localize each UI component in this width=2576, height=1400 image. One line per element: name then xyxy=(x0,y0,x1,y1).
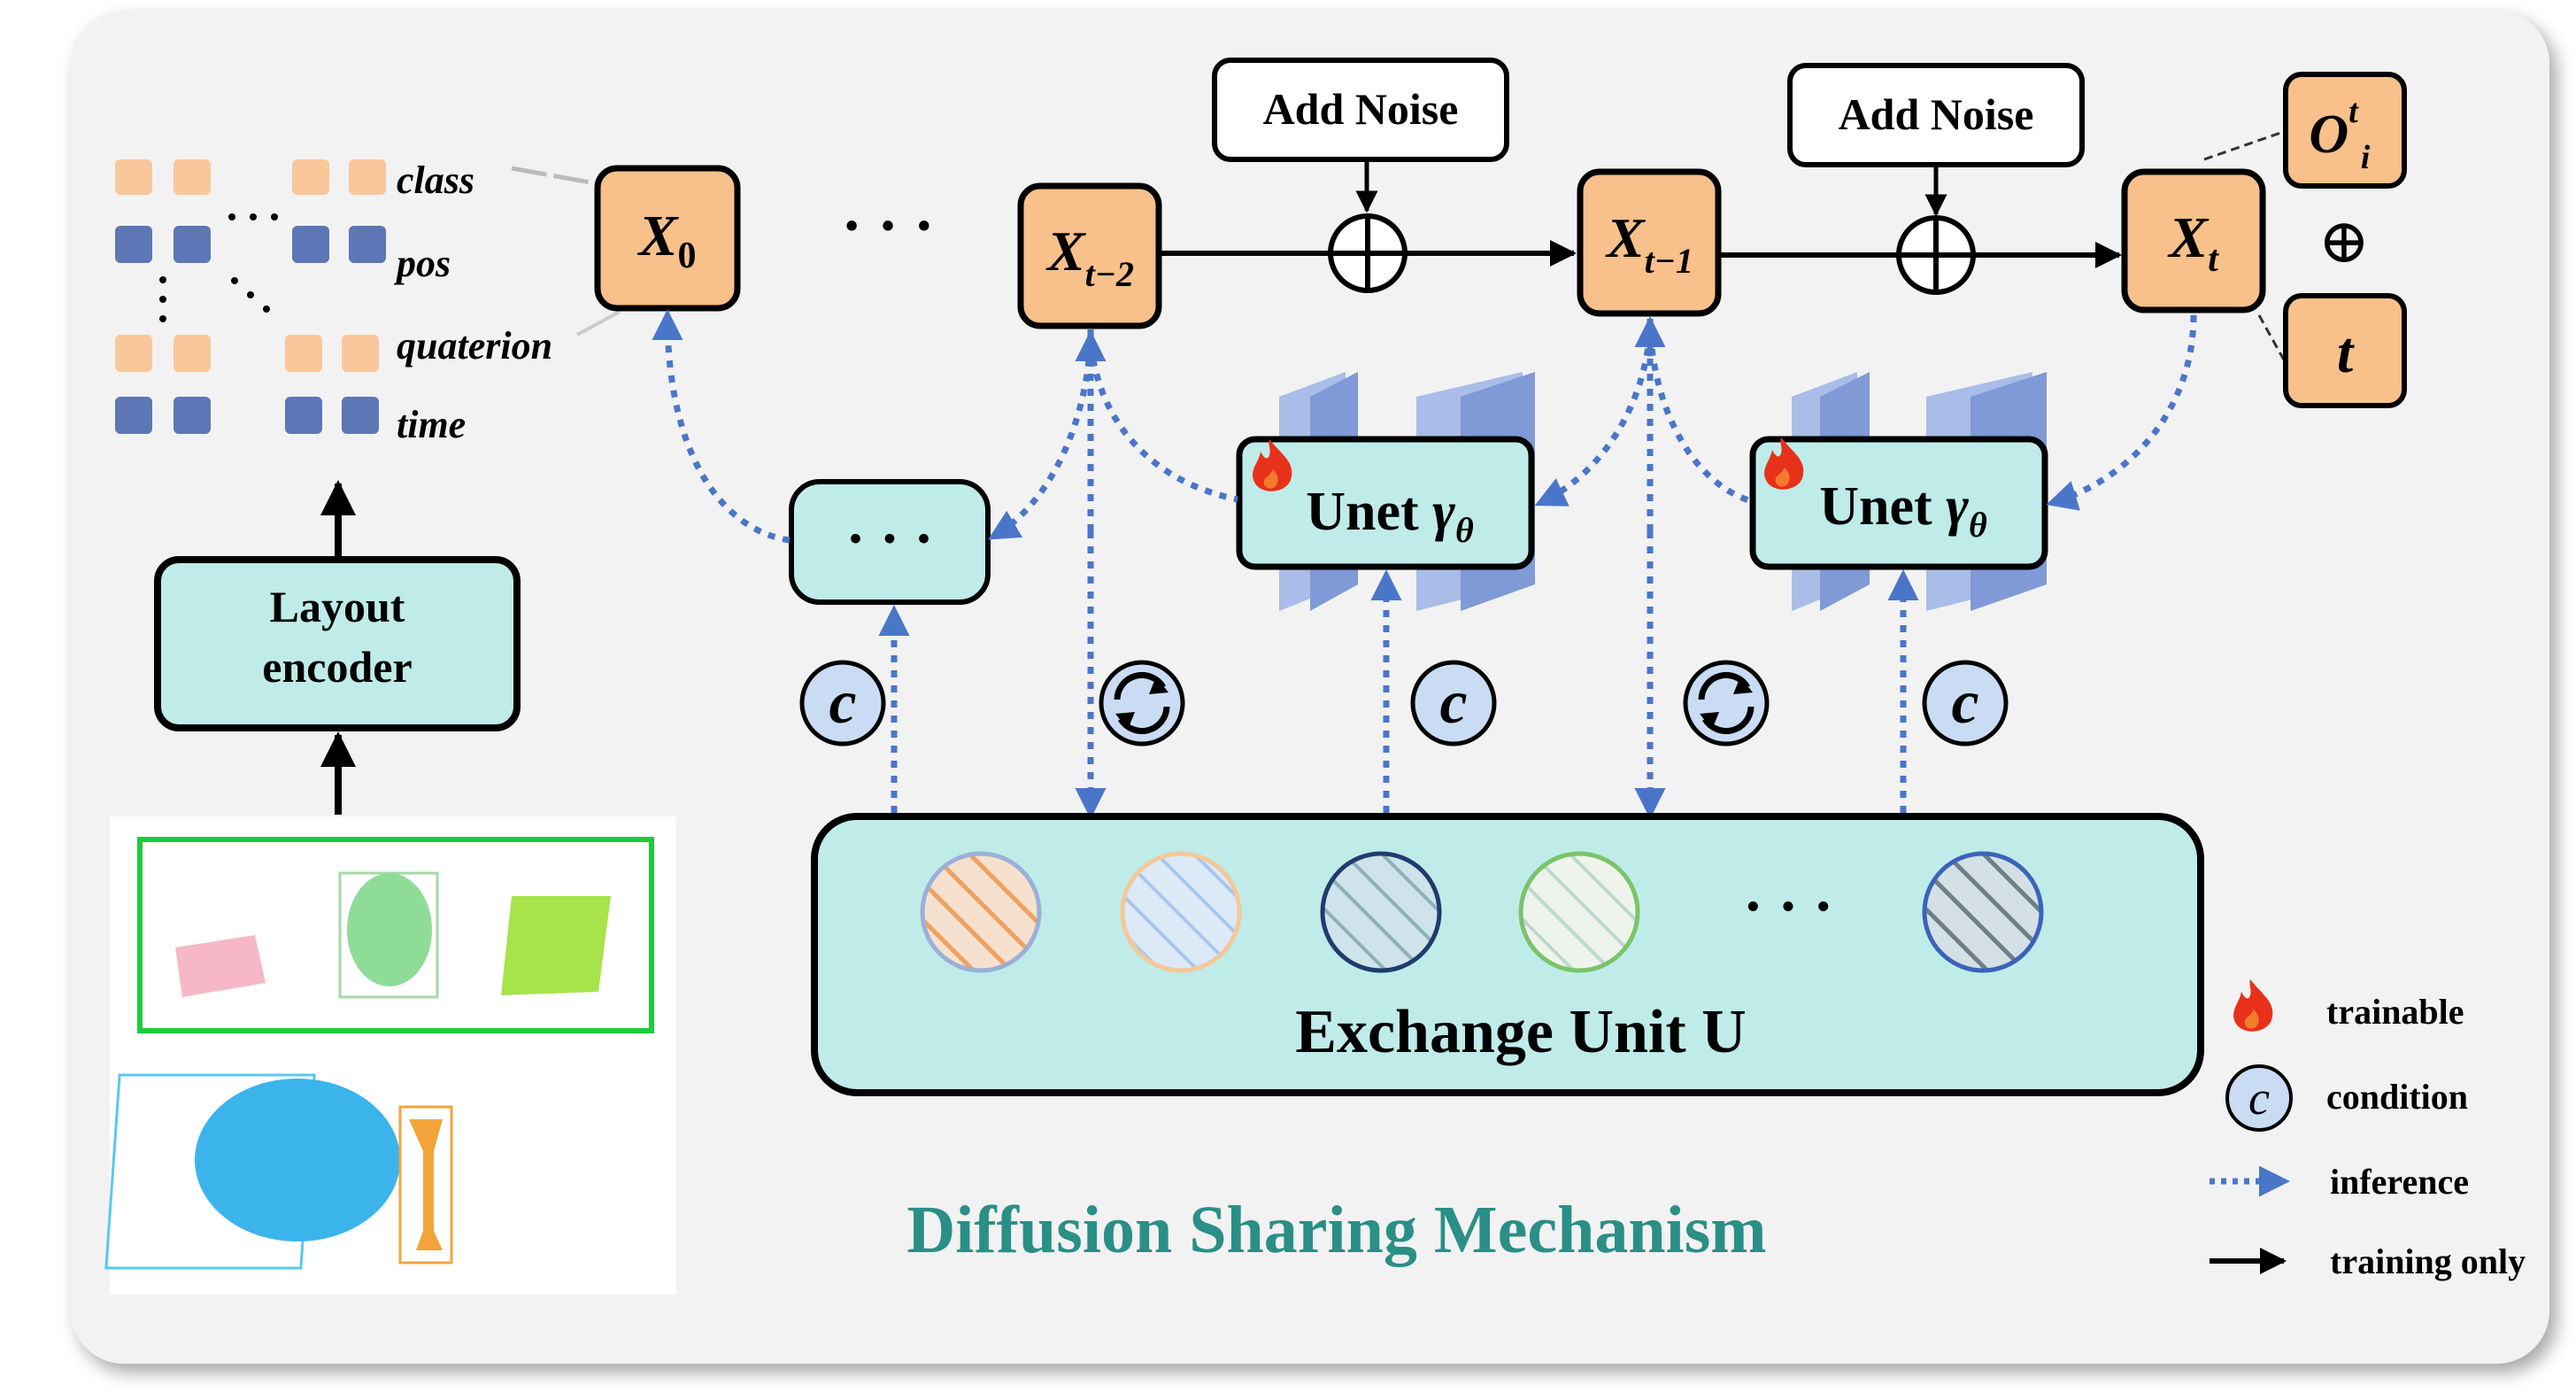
condition-icon: c xyxy=(1922,660,2009,746)
time-token-label: t xyxy=(2337,321,2355,385)
unet-box-2 xyxy=(1749,436,2048,570)
add-noise-label-2: Add Noise xyxy=(1839,89,2034,139)
token-row-time xyxy=(115,397,379,434)
exchange-sync-icon xyxy=(1099,660,1185,746)
unet-label-1: Unet γθ xyxy=(1306,482,1474,550)
state-xt-2-box xyxy=(1017,182,1162,329)
svg-text:c: c xyxy=(2248,1071,2270,1125)
state-x0-box xyxy=(594,165,741,312)
fire-icon xyxy=(2233,979,2273,1032)
token-row-quaterion xyxy=(115,335,379,372)
exchange-slot xyxy=(1518,851,1640,973)
condition-icon: c xyxy=(2225,1064,2293,1132)
svg-text:c: c xyxy=(1951,669,1978,737)
state-xt-1-label: Xt−1 xyxy=(1605,206,1693,281)
layout-encoder-line1: Layout xyxy=(270,582,405,631)
unet-block-1: Unet γθ xyxy=(1236,372,1535,611)
legend-trainable: trainable xyxy=(2326,992,2464,1032)
ellipsis-top: · · · xyxy=(841,192,934,260)
plus-circle-icon xyxy=(1328,213,1408,293)
token-dots xyxy=(159,213,278,322)
connector-xt-t xyxy=(2257,314,2287,364)
condition-icon: c xyxy=(799,660,886,746)
token-grid: class pos quaterion time xyxy=(115,159,552,446)
unet-block-2: Unet γθ xyxy=(1749,372,2048,611)
scene-pointcloud-image xyxy=(104,816,676,1295)
exchange-slots xyxy=(920,851,2044,973)
svg-text:c: c xyxy=(1439,669,1467,737)
ellipsis-box xyxy=(789,479,991,605)
time-token-box xyxy=(2283,293,2407,408)
connector-quaterion-x0 xyxy=(576,310,621,336)
inference-arrows xyxy=(652,309,2197,819)
exchange-unit-label: Exchange Unit U xyxy=(1295,998,1746,1066)
plus-symbol: ⊕ xyxy=(2318,208,2371,276)
token-row-pos xyxy=(115,226,386,263)
condition-icon: c xyxy=(1410,660,1497,746)
token-label-pos: pos xyxy=(393,242,451,285)
unet-box-1 xyxy=(1236,436,1535,570)
svg-text:c: c xyxy=(829,669,856,737)
state-xt-1-box xyxy=(1577,168,1722,317)
token-row-class xyxy=(115,159,386,195)
exchange-slots-ellipsis: · · · xyxy=(1743,872,1833,940)
connector-xt-oit xyxy=(2203,129,2287,161)
legend: trainable c condition inference training… xyxy=(2210,979,2526,1281)
observation-token-label: Oti xyxy=(2309,93,2370,176)
legend-condition: condition xyxy=(2326,1077,2468,1117)
token-label-time: time xyxy=(397,403,466,446)
fire-icon xyxy=(1253,439,1292,491)
layout-encoder-line2: encoder xyxy=(262,642,412,692)
layout-encoder-box xyxy=(154,556,521,731)
exchange-sync-icon xyxy=(1683,660,1770,746)
legend-inference: inference xyxy=(2330,1162,2469,1202)
unet-label-2: Unet γθ xyxy=(1819,476,1987,545)
legend-training-only: training only xyxy=(2330,1241,2526,1281)
token-label-class: class xyxy=(397,159,474,202)
exchange-slot xyxy=(1922,851,2044,973)
ellipsis-box-label: · · · xyxy=(845,507,933,571)
observation-token-box xyxy=(2283,72,2407,189)
token-label-quaterion: quaterion xyxy=(397,324,552,367)
plus-circle-icon xyxy=(1896,215,1976,295)
state-xt-label: Xt xyxy=(2167,205,2219,280)
state-xt-2-label: Xt−2 xyxy=(1045,220,1134,294)
add-noise-box-1 xyxy=(1212,58,1509,162)
exchange-slot xyxy=(1120,851,1242,973)
state-xt-box xyxy=(2121,168,2266,313)
add-noise-label-1: Add Noise xyxy=(1263,84,1459,134)
exchange-slot xyxy=(1320,851,1442,973)
state-x0-label: X0 xyxy=(636,204,696,276)
exchange-slot xyxy=(920,851,1042,973)
diagram-title: Diffusion Sharing Mechanism xyxy=(906,1193,1766,1267)
connector-class-x0 xyxy=(511,166,601,187)
fire-icon xyxy=(1764,437,1804,490)
